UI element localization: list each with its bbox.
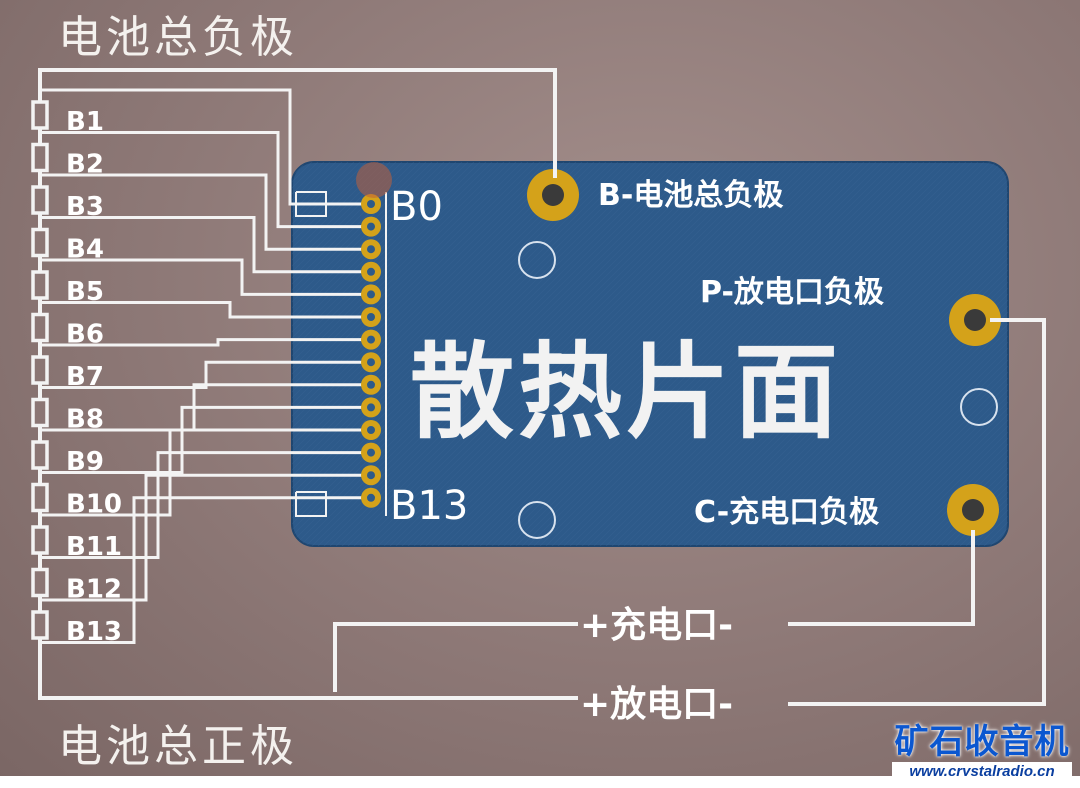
p-minus-label: P-放电口负极 xyxy=(700,275,884,310)
cell-resistor xyxy=(31,100,49,130)
cell-wire xyxy=(40,301,368,319)
cell-resistor xyxy=(31,610,49,640)
pcb-board xyxy=(291,161,1009,547)
cell-label-b4: B4 xyxy=(66,235,104,265)
cell-wire xyxy=(40,428,368,517)
c-minus-label: C-充电口负极 xyxy=(694,495,879,530)
cell-label-b7: B7 xyxy=(66,362,104,392)
cell-label-b9: B9 xyxy=(66,447,104,477)
cell-resistor xyxy=(31,440,49,470)
cell-resistor xyxy=(31,312,49,343)
cell-label-b2: B2 xyxy=(66,150,104,180)
pin-b0-label: B0 xyxy=(390,184,443,230)
connector-pin xyxy=(361,487,381,508)
mounting-hole xyxy=(518,241,556,279)
p-minus-pad xyxy=(949,294,1001,346)
charge-port-label: +充电口- xyxy=(580,605,733,646)
discharge-port-label: +放电口- xyxy=(580,684,733,725)
cell-resistor xyxy=(31,397,49,428)
watermark: 矿石收音机 www.crystalradio.cn xyxy=(892,722,1072,782)
cell-wire xyxy=(40,405,368,474)
cell-wire xyxy=(40,360,368,389)
cell-label-b8: B8 xyxy=(66,405,104,435)
cell-resistor xyxy=(31,482,49,513)
watermark-name: 矿石收音机 xyxy=(894,722,1070,762)
cell-wire xyxy=(40,496,368,644)
cursor-highlight xyxy=(356,162,392,198)
connector-pin xyxy=(361,397,381,418)
cell-resistor xyxy=(31,567,49,598)
c-minus-pad xyxy=(947,484,999,536)
cell-label-b10: B10 xyxy=(66,490,122,520)
connector-pin xyxy=(361,374,381,395)
cell-resistor xyxy=(31,525,49,555)
mounting-hole xyxy=(518,501,556,539)
cell-label-b6: B6 xyxy=(66,320,104,350)
cell-resistor xyxy=(31,270,49,300)
bottom-strip xyxy=(0,776,1080,788)
b-minus-label: B-电池总负极 xyxy=(598,178,783,213)
heatsink-title: 散热片面 xyxy=(410,331,842,453)
cell-wire xyxy=(40,258,368,296)
cell-wire xyxy=(40,131,368,229)
power-wires xyxy=(38,68,1046,706)
pin-b13-label: B13 xyxy=(390,483,468,529)
cell-wire xyxy=(40,88,368,206)
cell-wiring xyxy=(31,88,387,660)
connector-pin xyxy=(361,465,381,486)
connector-pin xyxy=(361,284,381,305)
connector-pin xyxy=(361,239,381,260)
cell-resistor xyxy=(31,142,49,173)
cell-label-b13: B13 xyxy=(66,617,122,647)
top-negative-label: 电池总负极 xyxy=(58,12,298,63)
cell-label-b5: B5 xyxy=(66,277,104,307)
connector-pin xyxy=(361,216,381,237)
cell-wire xyxy=(40,216,368,274)
connector-pin xyxy=(361,442,381,463)
power-pads xyxy=(527,169,1001,536)
cell-wire xyxy=(40,173,368,251)
cell-label-b1: B1 xyxy=(66,107,104,137)
cell-wire xyxy=(40,473,368,602)
connector-pin xyxy=(361,307,381,327)
cell-label-b11: B11 xyxy=(66,532,122,562)
connector-pin xyxy=(361,261,381,282)
mounting-hole xyxy=(960,388,998,426)
connector-pin xyxy=(361,329,381,350)
connector-pin xyxy=(361,352,381,373)
bottom-positive-label: 电池总正极 xyxy=(58,721,298,772)
cell-resistor xyxy=(31,355,49,385)
cell-wire xyxy=(40,451,368,559)
cell-label-b3: B3 xyxy=(66,192,104,222)
cell-wire xyxy=(40,338,368,347)
connector-pin xyxy=(361,194,381,214)
connector-pin xyxy=(361,420,381,440)
mounting-holes xyxy=(518,241,998,539)
cell-resistor xyxy=(31,227,49,258)
balance-connector xyxy=(356,162,392,508)
cell-resistor xyxy=(31,185,49,215)
b-minus-pad xyxy=(527,169,579,221)
cell-label-b12: B12 xyxy=(66,575,122,605)
